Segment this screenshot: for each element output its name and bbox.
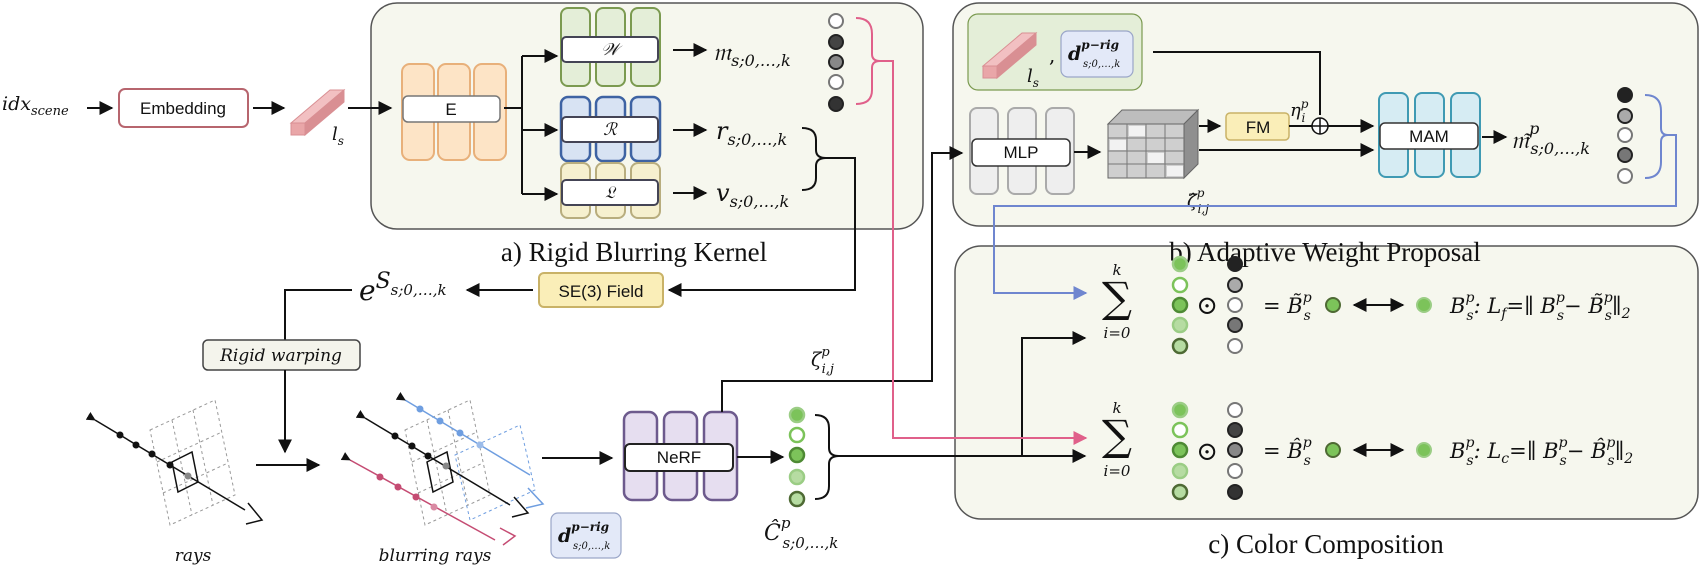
blurring-rays-illustration xyxy=(340,391,545,546)
embedding-label: Embedding xyxy=(140,99,226,118)
blurring-rays-label: blurring rays xyxy=(379,546,492,565)
weight-dots-a xyxy=(828,13,844,112)
mam-block xyxy=(1378,92,1481,178)
odot-2: ⊙ xyxy=(1196,437,1218,467)
exp-map-label: eSs;0,…,k xyxy=(359,269,447,307)
color-dots-nerf xyxy=(788,406,806,508)
m-output-label: 𝔪s;0,…,k xyxy=(713,38,791,70)
odot-1: ⊙ xyxy=(1196,291,1218,321)
nerf-label: NeRF xyxy=(657,448,701,467)
mlp-label: MLP xyxy=(1004,143,1039,162)
caption-b: b) Adaptive Weight Proposal xyxy=(1169,237,1481,267)
rays-illustration xyxy=(85,399,264,526)
v-output-label: vs;0,…,k xyxy=(716,179,789,211)
dprig-badge-top xyxy=(1060,30,1134,78)
blurred-color-dot-2 xyxy=(1325,442,1341,458)
r-network-block xyxy=(559,95,662,163)
r-network-label: ℛ xyxy=(603,120,618,140)
blurred-color-dot-1 xyxy=(1325,297,1341,313)
branch-arrows xyxy=(504,55,553,195)
sum-top-k-1: k xyxy=(1112,261,1121,279)
sum-symbol-1: ∑ xyxy=(1102,273,1132,322)
pink-weight-path xyxy=(880,60,1088,445)
input-index-label: idxscene xyxy=(2,93,69,119)
latent-label: ls xyxy=(332,124,344,148)
weight-dots-row2 xyxy=(1227,402,1243,500)
brace-colors xyxy=(814,414,840,500)
sum-bottom-1: i=0 xyxy=(1104,324,1131,342)
line-exp-warping xyxy=(284,289,352,340)
comma-sep: , xyxy=(1049,43,1055,67)
l-network-block xyxy=(560,162,661,219)
dprig-badge-bottom xyxy=(550,512,622,559)
arrow-rv-to-se3 xyxy=(667,157,856,297)
line-colors-to-composition xyxy=(839,331,1087,457)
caption-c: c) Color Composition xyxy=(1208,529,1444,559)
se3-field-box xyxy=(538,272,664,308)
color-dots-row2 xyxy=(1171,401,1189,501)
encoder-block xyxy=(401,63,507,161)
mlp-block xyxy=(969,107,1075,195)
gt-color-dot-2 xyxy=(1416,442,1432,458)
sum-top-k-2: k xyxy=(1112,399,1121,417)
blue-weight-path xyxy=(993,134,1677,300)
embedding-box xyxy=(118,88,249,128)
w-network-block xyxy=(560,7,661,87)
latent-label-b: ls xyxy=(1027,66,1039,90)
se3-field-label: SE(3) Field xyxy=(558,282,643,301)
sum-symbol-2: ∑ xyxy=(1102,411,1132,460)
latent-code-icon xyxy=(289,88,346,137)
color-dots-row1 xyxy=(1171,255,1189,355)
w-network-label: 𝒲 xyxy=(601,40,623,60)
r-output-label: rs;0,…,k xyxy=(716,117,787,149)
rays-label: rays xyxy=(175,546,212,565)
fm-label: FM xyxy=(1246,118,1271,137)
nerf-block xyxy=(622,410,739,502)
caption-a: a) Rigid Blurring Kernel xyxy=(501,237,767,267)
rigid-warping-box xyxy=(202,339,361,371)
latent-code-icon-b xyxy=(981,31,1038,80)
arrow-nerf-to-mlp xyxy=(721,146,964,412)
gt-color-dot-1 xyxy=(1416,297,1432,313)
mam-label: MAM xyxy=(1409,127,1449,146)
weight-dots-b xyxy=(1617,87,1633,184)
weight-dots-row1 xyxy=(1227,256,1243,354)
l-network-label: 𝔏 xyxy=(605,183,617,203)
rigid-warping-label: Rigid warping xyxy=(219,346,342,366)
encoder-label: E xyxy=(445,100,456,119)
sum-bottom-2: i=0 xyxy=(1104,462,1131,480)
line-bundle-to-sum xyxy=(1153,51,1321,115)
panel-color-composition xyxy=(954,245,1699,520)
feature-volume-icon xyxy=(1106,108,1200,180)
